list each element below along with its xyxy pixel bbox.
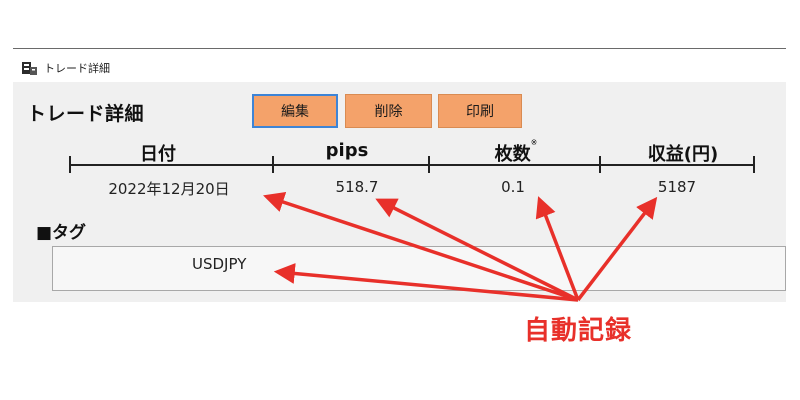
date-column-header: 日付 (140, 144, 176, 165)
delete-button[interactable]: 削除 (345, 94, 432, 128)
tag-field[interactable]: USDJPY (52, 246, 786, 291)
window-title-bar: トレード詳細 (13, 50, 786, 82)
date-value: 2022年12月20日 (108, 180, 230, 198)
window-top-border (13, 48, 786, 49)
column-tick (428, 156, 430, 173)
profit-value: 5187 (657, 178, 697, 196)
tag-value: USDJPY (192, 255, 247, 273)
trade-detail-app-icon (22, 62, 37, 75)
footnote-mark: ※ (530, 138, 538, 147)
column-tick (69, 156, 71, 173)
column-tick (272, 156, 274, 173)
window-title: トレード詳細 (44, 62, 110, 75)
auto-record-label: 自動記録 (524, 316, 633, 346)
pips-column-header: pips (325, 140, 369, 161)
header-divider (69, 164, 754, 166)
trade-detail-panel: トレード詳細 編集 削除 印刷 日付 pips 枚数※ 収益(円) 2022年1… (13, 82, 786, 302)
column-tick (599, 156, 601, 173)
lots-value: 0.1 (501, 178, 525, 196)
print-button[interactable]: 印刷 (438, 94, 522, 128)
pips-value: 518.7 (335, 178, 379, 196)
edit-button[interactable]: 編集 (252, 94, 338, 128)
tag-section-label: ■タグ (36, 223, 87, 243)
page-title: トレード詳細 (27, 103, 145, 125)
lots-column-header: 枚数※ (494, 138, 538, 165)
profit-column-header: 収益(円) (647, 144, 719, 165)
column-tick (753, 156, 755, 173)
